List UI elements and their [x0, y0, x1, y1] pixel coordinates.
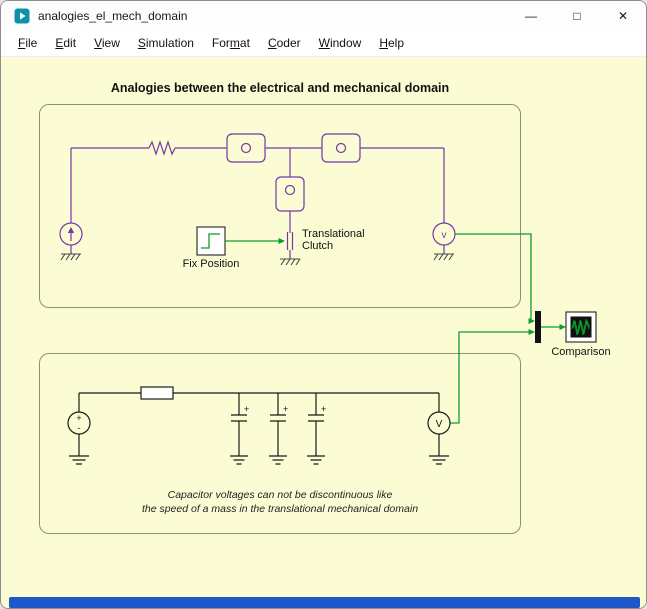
comparison-label: Comparison — [551, 346, 611, 358]
window-title: analogies_el_mech_domain — [38, 9, 188, 23]
capacitor-block-3[interactable]: + — [307, 393, 326, 465]
mux-output-wire[interactable] — [541, 324, 566, 330]
velocity-sensor-letter: v — [442, 230, 447, 241]
maximize-button[interactable]: □ — [573, 9, 581, 23]
source-minus-sign: - — [78, 423, 81, 433]
mechanical-domain-box[interactable] — [39, 104, 521, 308]
capacitor-plus-sign: + — [244, 404, 249, 414]
capacitor-plus-sign: + — [283, 404, 288, 414]
menu-format[interactable]: Format — [211, 36, 250, 50]
velocity-source-block[interactable] — [59, 222, 83, 261]
menubar: File Edit View Simulation Format Coder W… — [1, 31, 646, 57]
fix-position-block[interactable] — [196, 226, 226, 256]
comparison-scope-block[interactable] — [565, 311, 597, 343]
close-button[interactable]: ✕ — [617, 9, 629, 23]
signal-mux[interactable] — [535, 311, 541, 343]
menu-edit[interactable]: Edit — [55, 36, 77, 50]
velocity-signal-wire[interactable] — [455, 233, 535, 324]
electrical-wires[interactable] — [78, 392, 440, 412]
menu-view[interactable]: View — [94, 36, 120, 50]
resistor-block[interactable] — [140, 386, 174, 400]
annotation-line2: the speed of a mass in the translational… — [141, 503, 419, 515]
mech-element-3[interactable] — [275, 176, 305, 212]
capacitor-block-1[interactable]: + — [230, 393, 249, 465]
capacitor-plus-sign: + — [321, 404, 326, 414]
minimize-button[interactable]: — — [525, 9, 537, 23]
clutch-label-line1: Translational — [302, 228, 365, 240]
menu-file[interactable]: File — [18, 36, 38, 50]
fix-position-label: Fix Position — [182, 258, 240, 270]
menu-window[interactable]: Window — [318, 36, 362, 50]
model-title-annotation: Analogies between the electrical and mec… — [110, 81, 450, 95]
voltage-signal-wire[interactable] — [450, 329, 535, 424]
source-plus-sign: + — [76, 413, 81, 423]
model-canvas[interactable]: Analogies between the electrical and mec… — [1, 57, 646, 608]
translational-clutch-label: Translational Clutch — [302, 228, 365, 252]
menu-help[interactable]: Help — [379, 36, 405, 50]
app-icon — [14, 8, 30, 24]
capacitor-annotation: Capacitor voltages can not be discontinu… — [39, 488, 521, 516]
fix-position-signal-wire[interactable] — [225, 238, 285, 244]
velocity-sensor-block[interactable]: v — [432, 222, 456, 261]
translational-clutch-block[interactable] — [280, 232, 301, 266]
capacitor-block-2[interactable]: + — [269, 393, 288, 465]
horizontal-scrollbar[interactable] — [9, 597, 640, 608]
electrical-domain-box[interactable] — [39, 353, 521, 534]
annotation-line1: Capacitor voltages can not be discontinu… — [167, 489, 393, 501]
mechanical-wires[interactable] — [70, 147, 445, 233]
model-diagram: v — [59, 133, 597, 465]
translational-spring-block[interactable] — [148, 140, 176, 156]
menu-coder[interactable]: Coder — [267, 36, 301, 50]
mech-element-2[interactable] — [321, 133, 361, 163]
window-controls: — □ ✕ — [508, 1, 646, 31]
menu-simulation[interactable]: Simulation — [137, 36, 194, 50]
voltage-sensor-block[interactable]: V — [427, 411, 451, 465]
voltage-source-block[interactable]: + - — [67, 411, 91, 465]
clutch-label-line2: Clutch — [302, 240, 334, 252]
mech-element-1[interactable] — [226, 133, 266, 163]
voltage-sensor-letter: V — [436, 419, 443, 430]
titlebar: analogies_el_mech_domain — □ ✕ — [1, 1, 646, 31]
